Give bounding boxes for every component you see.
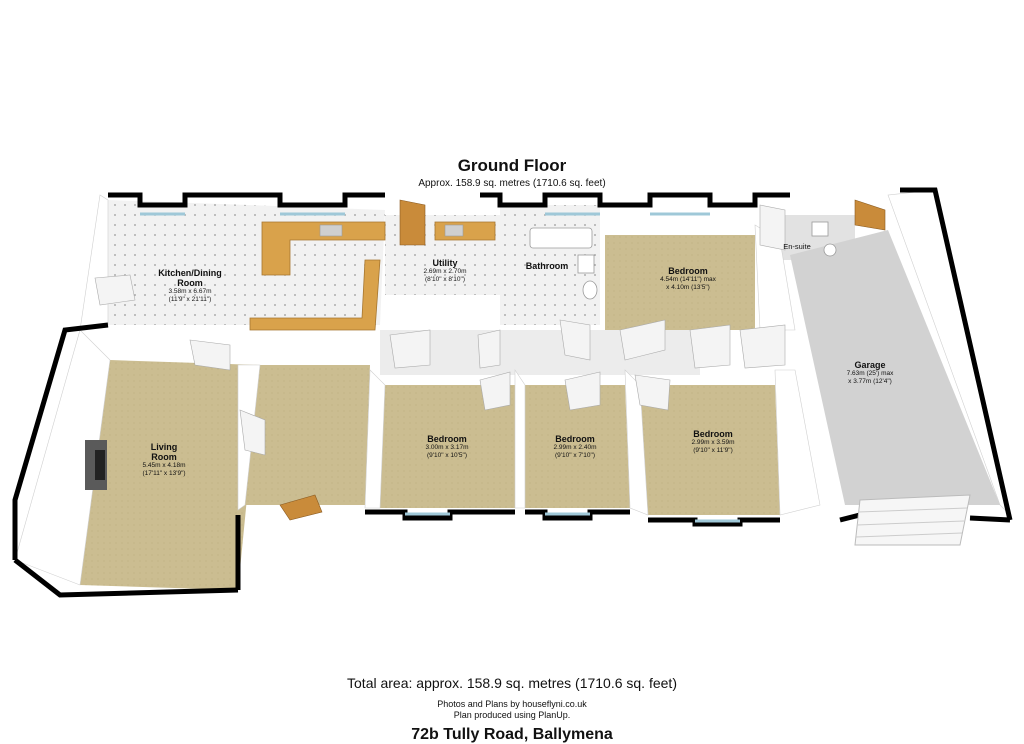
utility-dim-m: 2.69m x 2.70m (423, 268, 467, 275)
fireplace (85, 440, 107, 490)
credit-photos: Photos and Plans by houseflyni.co.uk (437, 699, 587, 709)
credit-planup: Plan produced using PlanUp. (453, 710, 571, 720)
bedroom3-dim-ft: (9'10" x 7'10") (555, 452, 595, 459)
master-bedroom-name: Bedroom (668, 266, 708, 276)
kitchen-label: Kitchen/Dining Room 3.58m x 6.67m (11'9"… (158, 268, 222, 304)
credits: Photos and Plans by houseflyni.co.uk Pla… (0, 699, 1024, 721)
living-dim-m: 5.45m x 4.18m (142, 462, 186, 469)
bedroom3-label: Bedroom 2.99m x 2.40m (9'10" x 7'10") (554, 434, 597, 460)
bedroom2-dim-ft: (9'10" x 10'5") (427, 452, 467, 459)
bedroom4-dim-ft: (9'10" x 11'9") (693, 447, 733, 454)
bedroom3-name: Bedroom (555, 434, 595, 444)
bedroom4-label: Bedroom 2.99m x 3.59m (9'10" x 11'9") (692, 429, 735, 455)
master-bedroom-dim-m: 4.54m (14'11") max (660, 276, 716, 283)
windows (140, 212, 740, 523)
garage-dim-m: 7.63m (25') max (846, 370, 894, 377)
master-bedroom-label: Bedroom 4.54m (14'11") max x 4.10m (13'5… (660, 266, 716, 292)
garage-dim-ft: x 3.77m (12'4") (848, 378, 892, 385)
living-label: Living Room 5.45m x 4.18m (17'11" x 13'9… (142, 442, 185, 478)
bedroom4-floor (640, 385, 780, 515)
utility-name: Utility (432, 258, 458, 268)
bedroom3-floor (525, 385, 630, 508)
living-floor (80, 360, 260, 590)
bedroom2-floor (380, 385, 515, 508)
living-name-1: Living (150, 442, 178, 452)
living-name-2: Room (151, 452, 177, 462)
kitchen-floor (108, 200, 385, 325)
garage-floor (790, 230, 1000, 505)
bedroom4-name: Bedroom (693, 429, 733, 439)
floor-title: Ground Floor (457, 156, 567, 175)
internal-doors (94, 204, 786, 456)
kitchen-dim-m: 3.58m x 6.67m (168, 288, 212, 295)
floor-area: Approx. 158.9 sq. metres (1710.6 sq. fee… (418, 178, 606, 189)
bedroom2-name: Bedroom (427, 434, 467, 444)
bedroom2-label: Bedroom 3.00m x 3.17m (9'10" x 10'5") (426, 434, 469, 460)
address: 72b Tully Road, Ballymena (411, 726, 613, 743)
bathroom-name: Bathroom (525, 261, 569, 271)
total-area: Total area: approx. 158.9 sq. metres (17… (347, 675, 677, 691)
master-bedroom-dim-ft: x 4.10m (13'5") (666, 284, 710, 291)
garage-name: Garage (854, 360, 886, 370)
utility-label: Utility 2.69m x 2.70m (8'10" x 8'10") (424, 258, 467, 284)
bedroom2-dim-m: 3.00m x 3.17m (425, 444, 469, 451)
kitchen-dim-ft: (11'9" x 21'11") (168, 296, 212, 303)
doors (279, 199, 886, 521)
ensuite-label: En-suite (783, 243, 811, 251)
master-bedroom-floor (605, 235, 755, 330)
living-dim-ft: (17'11" x 13'9") (142, 470, 186, 477)
bathroom-fixtures (529, 221, 837, 300)
garage-door (854, 494, 971, 546)
sinks (319, 224, 464, 237)
bathroom-label: Bathroom (526, 261, 569, 271)
utility-dim-ft: (8'10" x 8'10") (425, 276, 465, 283)
hall-floor (245, 365, 370, 505)
bedroom4-dim-m: 2.99m x 3.59m (691, 439, 735, 446)
ensuite-name: En-suite (783, 242, 811, 251)
kitchen-name-2: Room (177, 278, 203, 288)
garage-label: Garage 7.63m (25') max x 3.77m (12'4") (847, 360, 894, 386)
bedroom3-dim-m: 2.99m x 2.40m (553, 444, 597, 451)
kitchen-name-1: Kitchen/Dining (158, 268, 222, 278)
corridor-floor (380, 330, 700, 375)
